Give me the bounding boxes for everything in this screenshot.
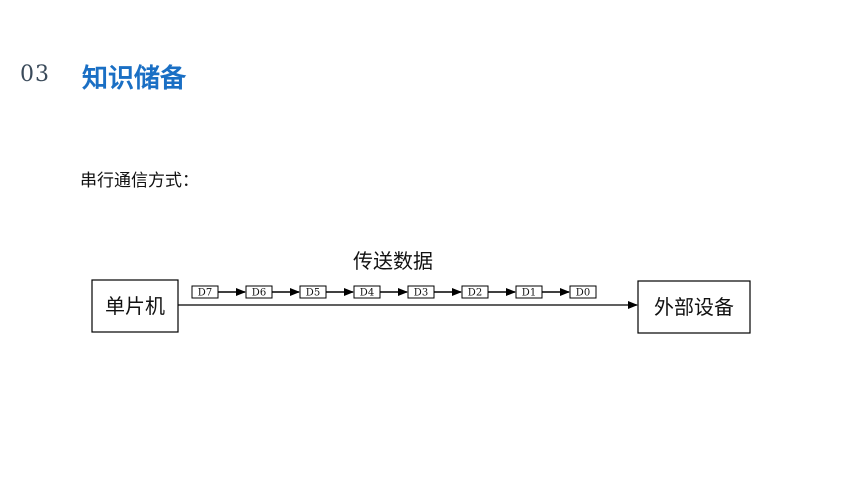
section-number: 03 — [20, 62, 50, 87]
subtitle: 串行通信方式： — [80, 171, 199, 191]
bit-label-d3: D3 — [414, 288, 428, 299]
transfer-label: 传送数据 — [353, 249, 433, 273]
bit-label-d5: D5 — [306, 288, 320, 299]
mcu-label: 单片机 — [105, 294, 165, 318]
bit-label-d0: D0 — [576, 288, 590, 299]
bit-box-d0 — [569, 285, 597, 299]
bit-label-d1: D1 — [522, 288, 536, 299]
bit-label-d2: D2 — [468, 288, 482, 299]
device-box — [637, 280, 751, 334]
bit-label-d4: D4 — [360, 288, 374, 299]
mcu-box — [91, 279, 179, 333]
section-title: 知识储备 — [82, 64, 187, 94]
bit-label-d6: D6 — [252, 288, 266, 299]
bit-label-d7: D7 — [198, 288, 212, 299]
device-label: 外部设备 — [654, 295, 734, 319]
bit-stream: D7 D6 D5 D4 D3 D2 D1 D0 — [191, 285, 597, 299]
